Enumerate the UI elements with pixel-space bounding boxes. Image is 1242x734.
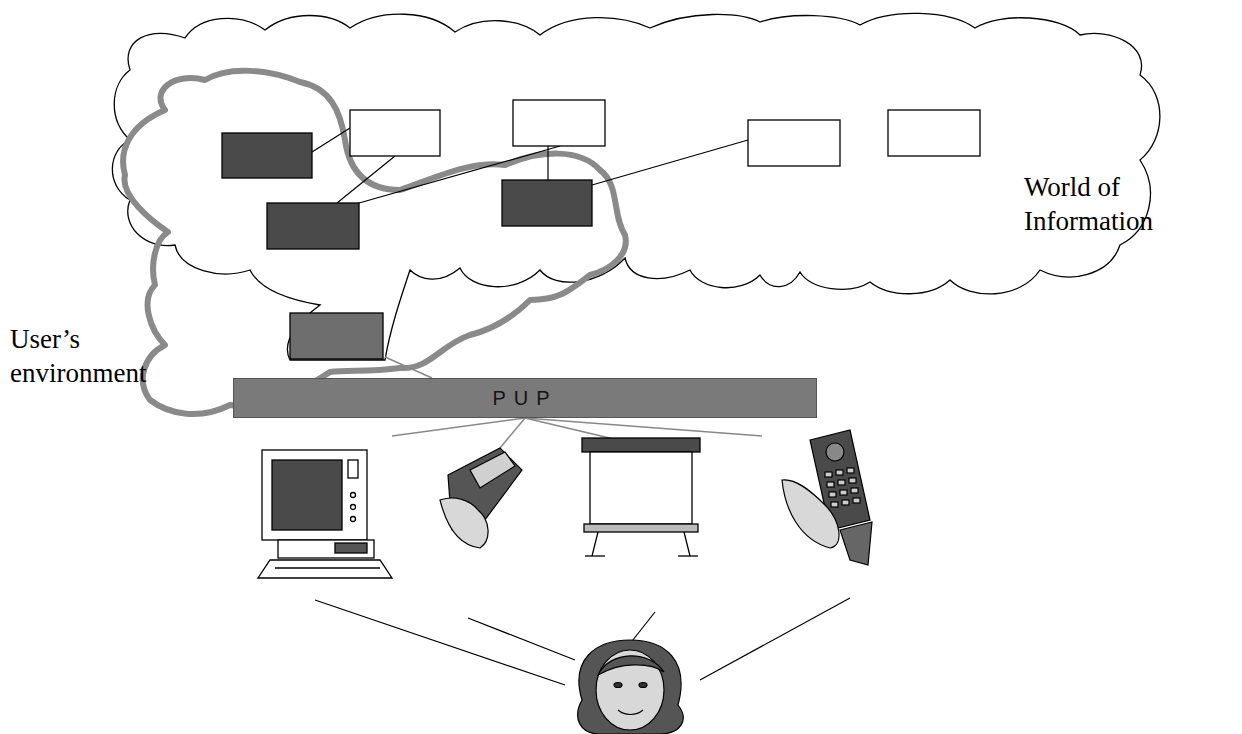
- platform-band: PUP: [233, 378, 817, 418]
- user-environment-outline: [123, 71, 626, 414]
- user-face: [578, 640, 683, 734]
- information-cloud: [112, 13, 1160, 360]
- phone-icon: [782, 430, 872, 565]
- information-boxes: [222, 100, 980, 359]
- region-label: User’s environment: [10, 322, 200, 390]
- band-title: PUP: [492, 387, 557, 410]
- computer-icon: [258, 450, 392, 578]
- region-label: World of Information: [1024, 170, 1234, 238]
- pda-icon: [440, 448, 522, 548]
- whiteboard-icon: [582, 438, 700, 556]
